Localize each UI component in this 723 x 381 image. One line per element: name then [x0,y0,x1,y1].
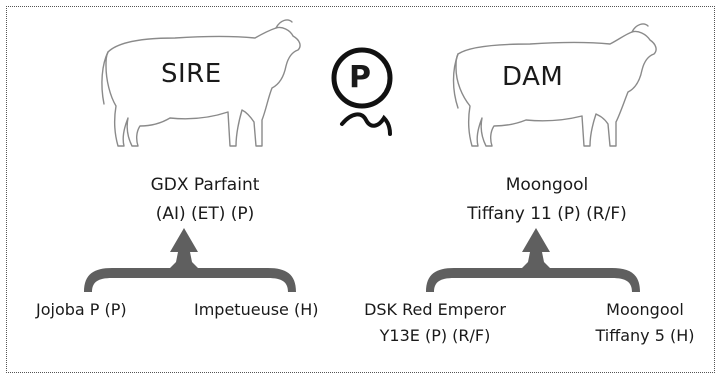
dam-label: DAM [502,62,564,92]
dam-parent-right-line2: Tiffany 5 (H) [595,326,695,345]
sire-parent-left: Jojoba P (P) [36,300,127,319]
polled-letter: P [349,60,372,95]
sire-parent-right: Impetueuse (H) [194,300,319,319]
sire-name-line1: GDX Parfaint [150,175,260,195]
bull-outline-icon [101,19,301,147]
sire-name: GDX Parfaint (AI) (ET) (P) [110,173,300,226]
cow-outline-icon [452,23,657,147]
sire-label: SIRE [161,59,222,89]
sire-name-line2: (AI) (ET) (P) [155,204,255,224]
dam-parent-left-line1: DSK Red Emperor [364,300,506,319]
dam-name-line2: Tiffany 11 (P) (R/F) [467,204,627,224]
dam-parent-right-line1: Moongool [606,300,684,319]
diagram-frame [6,6,715,373]
dam-name: Moongool Tiffany 11 (P) (R/F) [452,173,642,226]
dam-parent-left: DSK Red Emperor Y13E (P) (R/F) [360,298,510,348]
dam-bracket-arrow [426,228,640,292]
polled-p-icon [331,47,393,136]
sire-bracket-arrow [84,228,296,292]
dam-parent-left-line2: Y13E (P) (R/F) [379,326,491,345]
dam-name-line1: Moongool [505,175,589,195]
dam-parent-right: Moongool Tiffany 5 (H) [580,298,710,348]
